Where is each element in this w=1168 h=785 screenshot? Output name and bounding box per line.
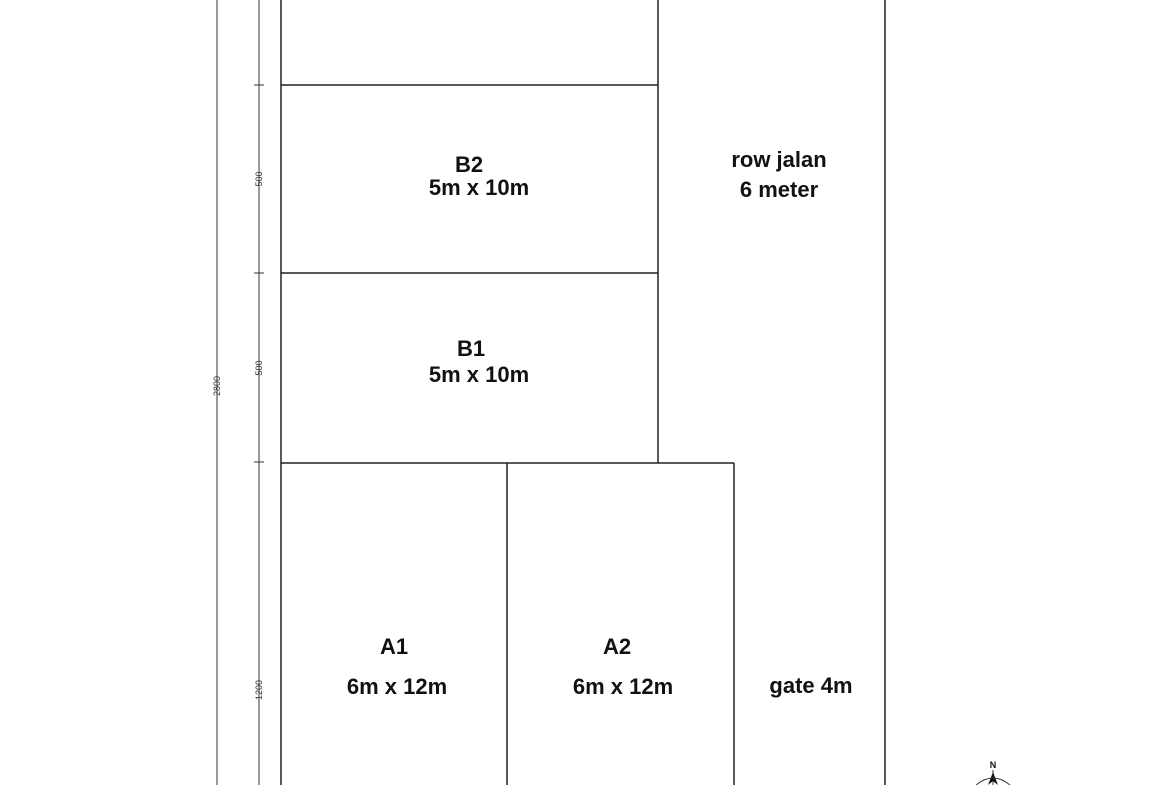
road-label-line2: 6 meter [740,177,819,202]
plot-a1-id: A1 [380,634,408,659]
overall-dimension-text: 2800 [212,376,222,396]
plot-a1: A1 6m x 12m [347,634,447,699]
road-label-line1: row jalan [731,147,826,172]
plot-b1: B1 5m x 10m [429,336,529,387]
plot-a2: A2 6m x 12m [573,634,673,699]
a-dimension-text: 1200 [254,680,264,700]
plot-b2-id: B2 [455,152,483,177]
gate-label: gate 4m [769,673,852,698]
plot-b2: B2 5m x 10m [429,152,529,200]
plot-a1-size: 6m x 12m [347,674,447,699]
north-label: N [990,760,997,770]
plot-b1-size: 5m x 10m [429,362,529,387]
lots [280,0,886,785]
north-arrow-circle [975,777,1011,785]
plot-a2-id: A2 [603,634,631,659]
road-label: row jalan 6 meter [731,147,826,202]
plot-b1-id: B1 [457,336,485,361]
plot-b2-size: 5m x 10m [429,175,529,200]
segment-dimensions: 500 500 1200 [254,0,264,785]
north-arrow-icon: N [975,760,1011,785]
b2-dimension-text: 500 [254,171,264,186]
plot-a2-size: 6m x 12m [573,674,673,699]
overall-dimension: 2800 [212,0,222,785]
b1-dimension-text: 500 [254,360,264,375]
